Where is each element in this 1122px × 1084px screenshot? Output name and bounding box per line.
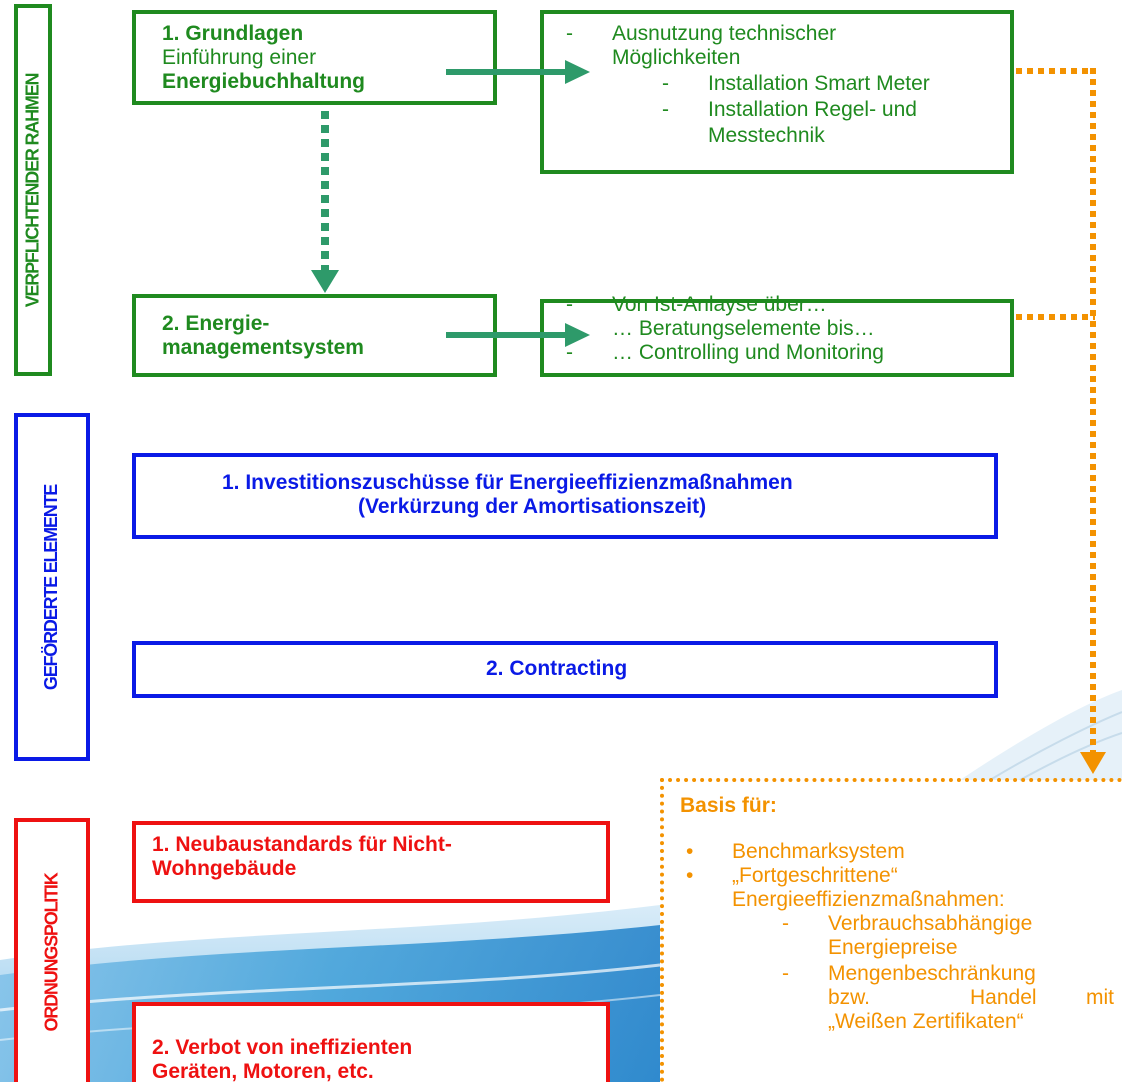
basis-bullet-2: • [686, 864, 694, 887]
grundlagen-title: 1. Grundlagen [162, 22, 304, 45]
basis-b1: Benchmarksystem [732, 840, 905, 863]
basis-box: Basis für: • Benchmarksystem • „Fortgesc… [660, 778, 1122, 1082]
technik-item1-line1: Ausnutzung technischer [612, 22, 837, 45]
foerder-box-2: 2. Contracting [132, 641, 998, 698]
ordnung-item1-line1: 1. Neubaustandards für Nicht- [152, 833, 452, 856]
ordnung-box-2: 2. Verbot von ineffizienten Geräten, Mot… [132, 1002, 610, 1083]
technik-sub1: Installation Smart Meter [708, 72, 930, 95]
basis-s2-line3: „Weißen Zertifikaten“ [828, 1010, 1024, 1033]
foerder-item1-line1: 1. Investitionszuschüsse für Energieeffi… [222, 471, 793, 494]
analyse-line2: … Beratungselemente bis… [612, 317, 875, 340]
ems-line2: managementsystem [162, 336, 364, 359]
basis-s1-line1: Verbrauchsabhängige [828, 912, 1033, 935]
analyse-box: - Von Ist-Anlayse über… … Beratungseleme… [540, 293, 1014, 377]
basis-b2-line2: Energieeffizienzmaßnahmen: [732, 888, 1005, 911]
analyse-dash-1: - [566, 293, 573, 316]
ordnung-item1-line2: Wohngebäude [152, 857, 297, 880]
technik-dash: - [566, 22, 573, 45]
foerder-item2: 2. Contracting [486, 657, 628, 680]
foerder-box-1: 1. Investitionszuschüsse für Energieeffi… [132, 453, 998, 539]
section-verpflichtender-rahmen: VERPFLICHTENDER RAHMEN [14, 4, 52, 376]
ems-line1: 2. Energie- [162, 312, 270, 335]
ems-box: 2. Energie- managementsystem [132, 294, 497, 377]
analyse-line1: Von Ist-Anlayse über… [612, 293, 827, 316]
section-label-verpflichtend: VERPFLICHTENDER RAHMEN [22, 73, 43, 307]
ordnung-item2-line2: Geräten, Motoren, etc. [152, 1060, 374, 1083]
technik-sub2-dash: - [662, 98, 669, 121]
basis-s2-word3: mit [1086, 986, 1114, 1009]
basis-s2-line1: Mengenbeschränkung [828, 962, 1036, 985]
grundlagen-box: 1. Grundlagen Einführung einer Energiebu… [132, 10, 497, 105]
technik-sub2-line1: Installation Regel- und [708, 98, 917, 121]
basis-title: Basis für: [680, 794, 777, 817]
basis-s2-dash: - [782, 962, 789, 985]
section-gefoerderte-elemente: GEFÖRDERTE ELEMENTE [14, 413, 90, 761]
basis-s1-dash: - [782, 912, 789, 935]
technik-sub2-line2: Messtechnik [708, 124, 825, 147]
basis-s2-word2: Handel [970, 986, 1037, 1009]
technik-item1-line2: Möglichkeiten [612, 46, 741, 69]
analyse-line3: … Controlling und Monitoring [612, 341, 884, 364]
analyse-dash-3: - [566, 341, 573, 364]
basis-s2-word1: bzw. [828, 986, 871, 1009]
grundlagen-line2: Einführung einer [162, 46, 317, 69]
ordnung-item2-line1: 2. Verbot von ineffizienten [152, 1036, 413, 1059]
ordnung-box-1: 1. Neubaustandards für Nicht- Wohngebäud… [132, 821, 610, 903]
foerder-item1-line2: (Verkürzung der Amortisationszeit) [358, 495, 707, 518]
section-label-gefoerdert: GEFÖRDERTE ELEMENTE [41, 484, 62, 690]
technik-box: - Ausnutzung technischer Möglichkeiten -… [540, 10, 1014, 174]
grundlagen-line3: Energiebuchhaltung [162, 70, 366, 93]
basis-b2-line1: „Fortgeschrittene“ [732, 864, 898, 887]
section-label-ordnung: ORDNUNGSPOLITIK [41, 872, 62, 1032]
technik-sub1-dash: - [662, 72, 669, 95]
basis-s1-line2: Energiepreise [828, 936, 958, 959]
section-ordnungspolitik: ORDNUNGSPOLITIK [14, 818, 90, 1082]
basis-bullet-1: • [686, 840, 694, 863]
